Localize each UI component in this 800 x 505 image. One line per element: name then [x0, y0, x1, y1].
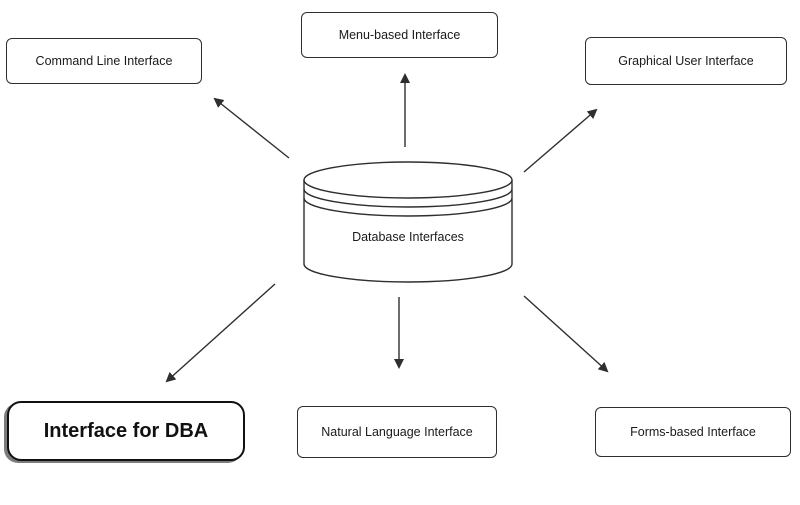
natural-language-interface-node: Natural Language Interface — [297, 406, 497, 458]
arrow-to-forms-based — [523, 295, 609, 373]
database-interfaces-label: Database Interfaces — [352, 230, 464, 244]
forms-based-interface-node: Forms-based Interface — [595, 407, 791, 457]
interface-for-dba-node: Interface for DBA — [7, 401, 245, 461]
command-line-interface-node: Command Line Interface — [6, 38, 202, 84]
database-cylinder-icon — [303, 161, 513, 283]
menu-based-interface-node: Menu-based Interface — [301, 12, 498, 58]
arrow-to-graphical-user — [523, 108, 598, 173]
arrow-to-command-line — [213, 97, 290, 159]
graphical-user-interface-node: Graphical User Interface — [585, 37, 787, 85]
arrow-to-dba — [165, 283, 276, 383]
